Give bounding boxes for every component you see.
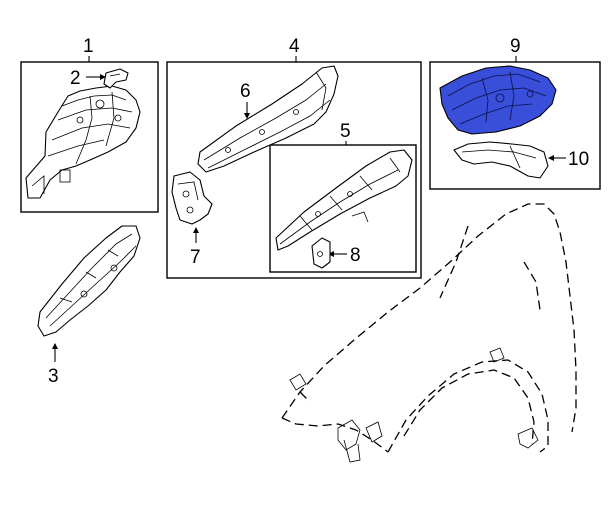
callout-8[interactable]: 8 [350, 245, 361, 266]
part-5-lower-rail[interactable] [275, 149, 413, 251]
part-10-bracket[interactable] [453, 141, 549, 179]
part-2-bracket[interactable] [103, 68, 129, 89]
callout-6[interactable]: 6 [240, 81, 251, 102]
callout-5[interactable]: 5 [340, 121, 351, 142]
fender-tabs [289, 347, 539, 463]
fender-outline [281, 203, 577, 453]
callout-4[interactable]: 4 [289, 36, 300, 57]
callout-1[interactable]: 1 [83, 36, 94, 57]
part-8-plate[interactable] [311, 237, 331, 269]
part-1-apron-assembly[interactable] [25, 85, 141, 199]
callout-3[interactable]: 3 [48, 366, 59, 387]
part-9-highlighted-apron[interactable] [439, 65, 557, 135]
part-3-apron-panel[interactable] [37, 225, 141, 337]
callout-10[interactable]: 10 [568, 149, 589, 170]
callout-2[interactable]: 2 [70, 68, 81, 89]
group-box-9 [429, 61, 601, 190]
group-box-4 [166, 61, 422, 279]
group-box-5 [269, 144, 417, 273]
leader-lines [52, 56, 566, 362]
part-7-bracket[interactable] [171, 171, 213, 225]
callout-7[interactable]: 7 [190, 247, 201, 268]
callout-9[interactable]: 9 [510, 36, 521, 57]
part-6-upper-rail[interactable] [197, 65, 339, 173]
